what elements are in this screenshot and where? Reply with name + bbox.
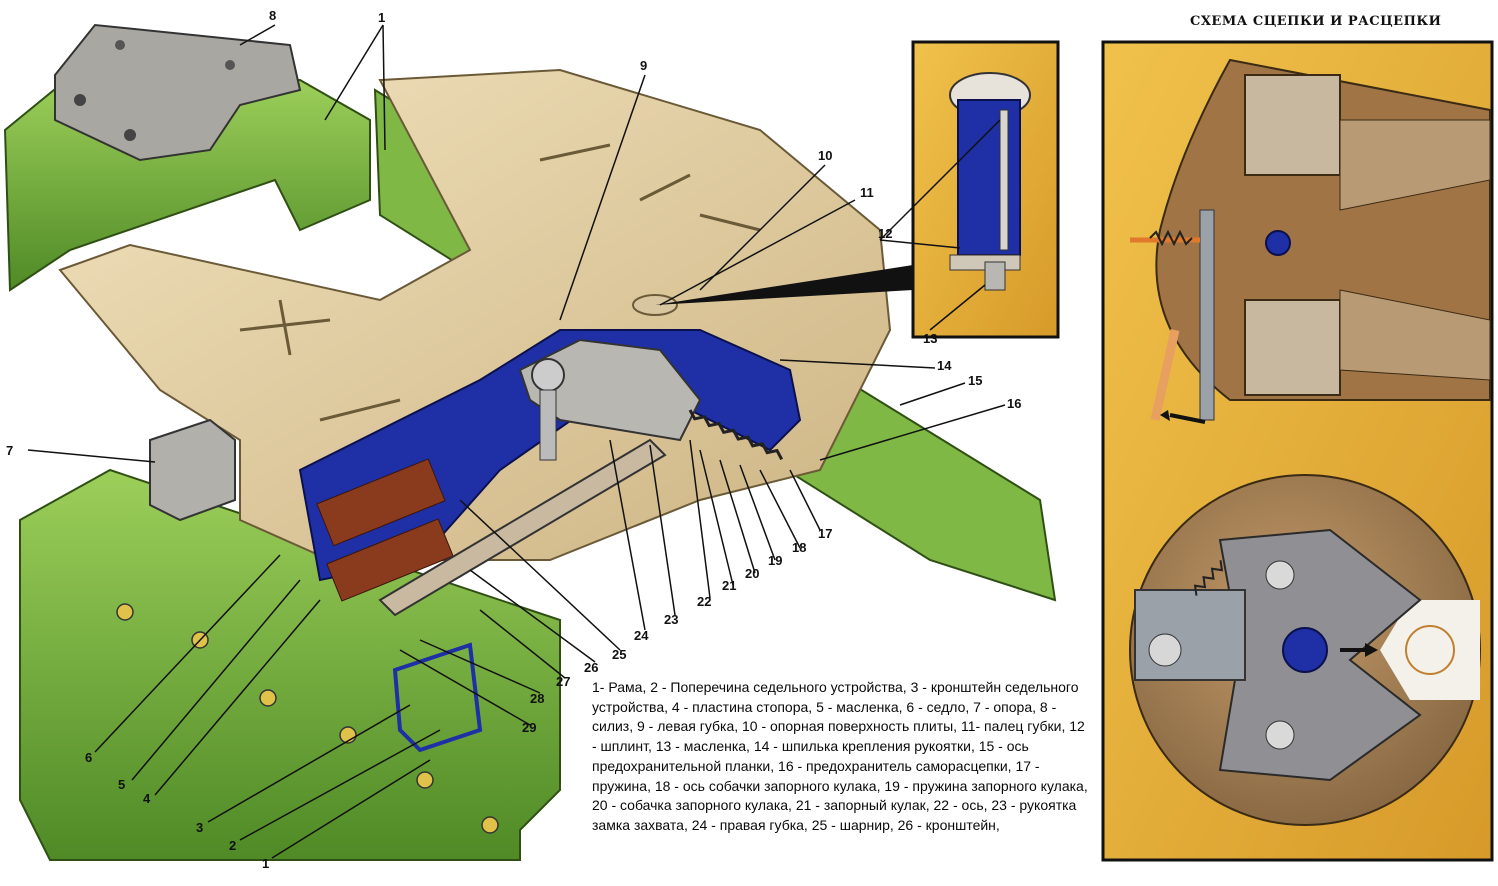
- pin-inset: [911, 40, 1060, 339]
- callout-label: 23: [664, 612, 678, 627]
- leader-lines: [27, 24, 1006, 859]
- callout-label: 7: [6, 443, 13, 458]
- callout-label: 29: [522, 720, 536, 735]
- callout-label: 21: [722, 578, 736, 593]
- main-illustration: [3, 23, 1060, 861]
- callout-label: 26: [584, 660, 598, 675]
- callout-label: 19: [768, 553, 782, 568]
- schema-round-view: [1129, 474, 1481, 826]
- callout-label: 25: [612, 647, 626, 662]
- legend-text: 1- Рама, 2 - Поперечина седельного устро…: [592, 679, 1088, 833]
- bracket-8: [54, 23, 302, 162]
- plate-markings: [239, 143, 761, 422]
- callout-label: 22: [697, 594, 711, 609]
- callout-label: 12: [878, 226, 892, 241]
- coupling-schema: [1101, 40, 1494, 862]
- callout-label: 14: [937, 358, 952, 373]
- callout-label: 10: [818, 148, 832, 163]
- callout-label: 11: [860, 185, 874, 200]
- saddle-plate: [58, 68, 892, 561]
- callout-label: 20: [745, 566, 759, 581]
- callout-label: 5: [118, 777, 125, 792]
- callout-label: 1: [378, 10, 385, 25]
- callout-label: 4: [143, 791, 151, 806]
- callout-label: 1: [262, 856, 269, 871]
- callout-label: 16: [1007, 396, 1021, 411]
- callout-numbers: 8 1 9 10 11 12 13 14 15 16 17 18 19 20 2…: [6, 8, 1021, 871]
- schema-top-view: [1130, 58, 1491, 424]
- callout-label: 8: [269, 8, 276, 23]
- support-7: [149, 418, 236, 522]
- callout-label: 13: [923, 331, 937, 346]
- callout-label: 17: [818, 526, 832, 541]
- callout-label: 2: [229, 838, 236, 853]
- inset-pointer: [655, 265, 913, 305]
- callout-label: 27: [556, 674, 570, 689]
- callout-label: 15: [968, 373, 982, 388]
- callout-label: 9: [640, 58, 647, 73]
- callout-label: 24: [634, 628, 649, 643]
- handle-rod: [378, 438, 667, 617]
- callout-label: 28: [530, 691, 544, 706]
- callout-label: 6: [85, 750, 92, 765]
- callout-label: 3: [196, 820, 203, 835]
- schema-title: СХЕМА СЦЕПКИ И РАСЦЕПКИ: [1190, 14, 1442, 29]
- callout-label: 18: [792, 540, 806, 555]
- bracket-3: [392, 642, 483, 753]
- lock-spring: [688, 409, 784, 461]
